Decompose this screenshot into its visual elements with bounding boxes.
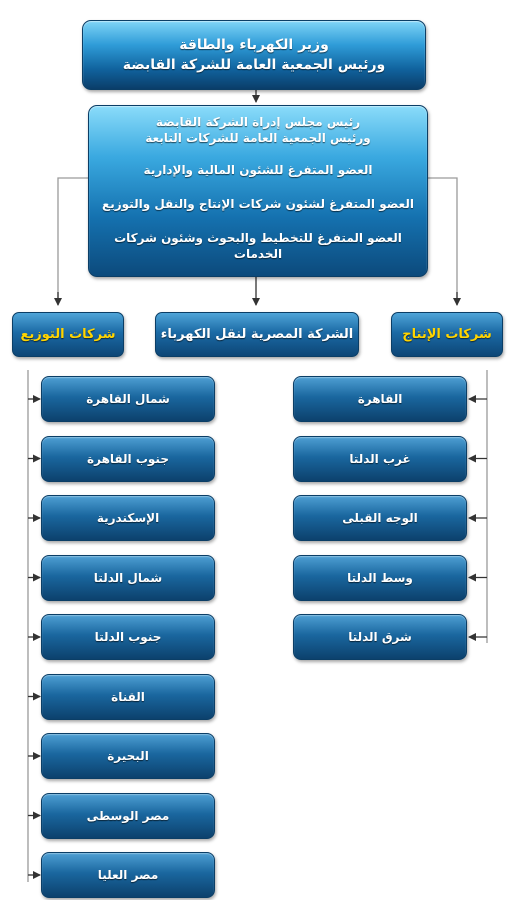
production-company: شرق الدلتا [293, 614, 467, 660]
distribution-company: جنوب الدلتا [41, 614, 215, 660]
distribution-company: شمال القاهرة [41, 376, 215, 422]
minister-box: وزير الكهرباء والطاقة ورئيس الجمعية العا… [82, 20, 426, 90]
distribution-company: البحيرة [41, 733, 215, 779]
board-chairman-2: ورئيس الجمعية العامة للشركات التابعة [145, 131, 371, 145]
distribution-company: مصر الوسطى [41, 792, 215, 839]
board-member-planning: العضو المتفرغ للتخطيط والبحوث وشئون شركا… [114, 231, 402, 261]
distribution-company: شمال الدلتا [41, 554, 215, 601]
minister-title: وزير الكهرباء والطاقة [179, 37, 329, 53]
production-company: غرب الدلتا [293, 435, 467, 482]
distribution-company: مصر العليا [41, 852, 215, 898]
production-company: القاهرة [293, 376, 467, 422]
production-company: وسط الدلتا [293, 554, 467, 601]
minister-subtitle: ورئيس الجمعية العامة للشركة القابضة [122, 57, 386, 73]
distribution-category: شركات التوزيع [12, 312, 124, 357]
board-member-finance: العضو المتفرغ للشئون المالية والإدارية [143, 163, 373, 177]
board-chairman: رئيس مجلس إدراة الشركة القابضة [155, 115, 361, 129]
distribution-company: الإسكندرية [41, 495, 215, 541]
transmission-category: الشركة المصرية لنقل الكهرباء [155, 312, 359, 357]
production-category: شركات الإنتاج [391, 312, 503, 357]
distribution-company: القناة [41, 673, 215, 720]
board-box: رئيس مجلس إدراة الشركة القابضة ورئيس الج… [88, 105, 428, 277]
board-member-production: العضو المتفرغ لشئون شركات الإنتاج والنقل… [102, 197, 414, 211]
production-company: الوجه القبلى [293, 495, 467, 541]
distribution-company: جنوب القاهرة [41, 435, 215, 482]
